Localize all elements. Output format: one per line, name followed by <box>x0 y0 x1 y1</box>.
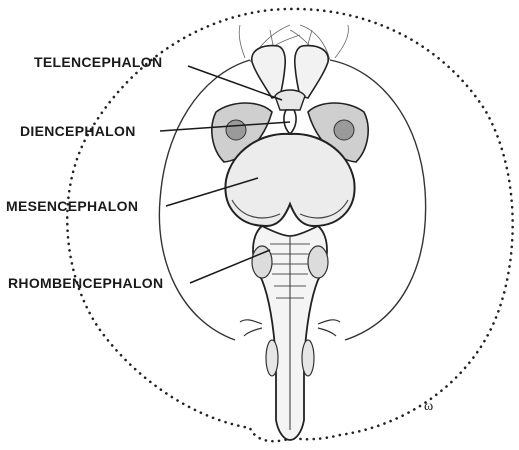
label-rhombencephalon: RHOMBENCEPHALON <box>8 275 163 291</box>
telencephalon-structure <box>252 46 328 110</box>
label-mesencephalon: MESENCEPHALON <box>6 198 138 214</box>
label-diencephalon: DIENCEPHALON <box>20 123 136 139</box>
rhombencephalon-structure <box>252 226 328 440</box>
artist-mark: ω <box>424 399 433 414</box>
label-telencephalon: TELENCEPHALON <box>34 54 162 70</box>
mesencephalon-structure <box>225 134 354 226</box>
